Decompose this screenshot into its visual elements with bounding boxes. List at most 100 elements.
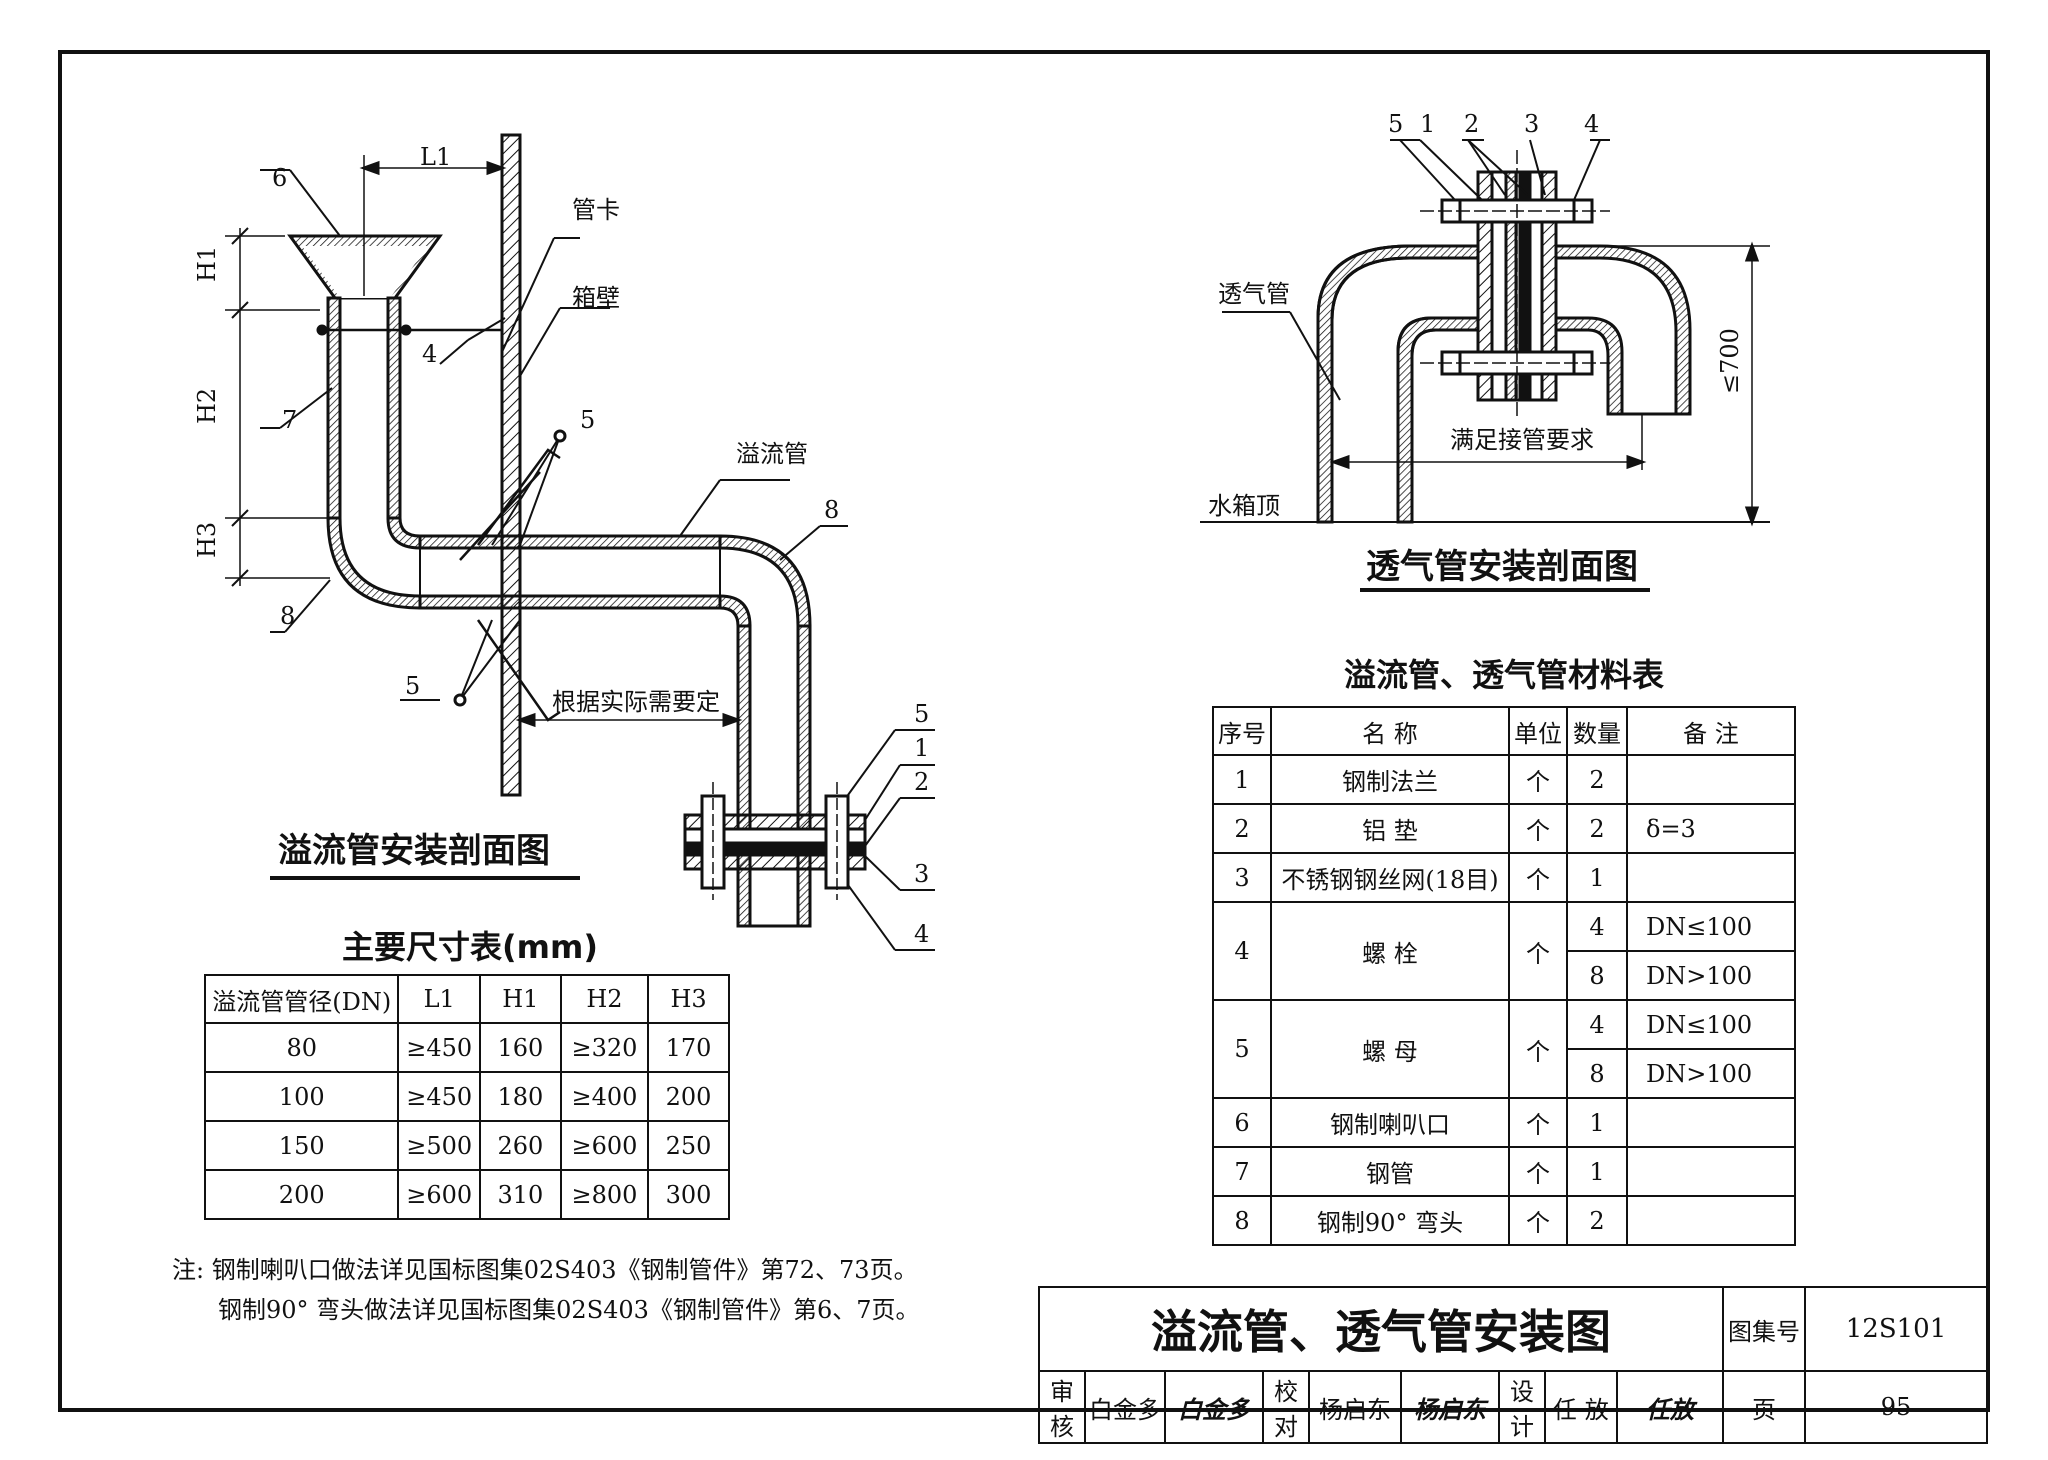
- table-cell: 200: [203, 1169, 400, 1220]
- table-cell: 3: [1212, 852, 1272, 903]
- table-cell: δ=3: [1626, 803, 1796, 854]
- table-cell: 2: [1566, 803, 1628, 854]
- checker-name: 杨启东: [1308, 1370, 1402, 1444]
- table-cell: 180: [478, 1071, 562, 1122]
- table-cell: ≥450: [397, 1022, 481, 1073]
- vent-callout-3: 3: [1524, 110, 1539, 138]
- designer-name: 任 放: [1544, 1370, 1618, 1444]
- reviewer-signature: 白金多: [1164, 1370, 1264, 1444]
- table-cell: DN≤100: [1626, 901, 1796, 952]
- table-row: 150 ≥500 260 ≥600 250: [203, 1120, 730, 1171]
- overflow-pipe-drawing: [225, 133, 935, 951]
- table-cell: 6: [1212, 1097, 1272, 1148]
- mat-header-name: 名 称: [1270, 706, 1510, 756]
- mat-header-note: 备 注: [1626, 706, 1796, 756]
- dim-table-title: 主要尺寸表(mm): [342, 928, 598, 966]
- table-row: 80 ≥450 160 ≥320 170: [203, 1022, 730, 1073]
- table-cell: 7: [1212, 1146, 1272, 1197]
- sheet-border: [58, 50, 1990, 1412]
- table-cell: 4: [1212, 901, 1272, 1001]
- table-cell: ≥500: [397, 1120, 481, 1171]
- table-cell: 2: [1566, 1195, 1628, 1246]
- table-cell: 8: [1212, 1195, 1272, 1246]
- label-le700: ≤700: [1716, 328, 1744, 394]
- table-cell: 160: [478, 1022, 562, 1073]
- table-cell: 150: [203, 1120, 400, 1171]
- callout-flange-3: 3: [914, 860, 929, 888]
- table-cell: ≥400: [559, 1071, 650, 1122]
- table-row: 6 钢制喇叭口 个 1: [1212, 1097, 1796, 1148]
- title-block: 溢流管、透气管安装图 图集号 12S101 审核 白金多 白金多 校对 杨启东 …: [1038, 1286, 1988, 1444]
- table-cell: 1: [1566, 852, 1628, 903]
- mat-header-qty: 数量: [1566, 706, 1628, 756]
- flange-bottom: [683, 853, 867, 871]
- table-row: 3 不锈钢钢丝网(18目) 个 1: [1212, 852, 1796, 903]
- table-row: 1 钢制法兰 个 2: [1212, 754, 1796, 805]
- table-cell: ≥600: [559, 1120, 650, 1171]
- table-cell: 2: [1212, 803, 1272, 854]
- label-by-need: 根据实际需要定: [552, 688, 720, 716]
- reviewer-name: 白金多: [1084, 1370, 1166, 1444]
- table-cell: 1: [1566, 1097, 1628, 1148]
- table-cell: [1626, 754, 1796, 805]
- vent-labels: 5 1 2 3 4 透气管 水箱顶 满足接管要求 ≤700 透气管安装剖面图: [1208, 110, 1744, 587]
- designer-signature: 任放: [1616, 1370, 1724, 1444]
- dim-header-dn: 溢流管管径(DN): [203, 974, 400, 1024]
- table-cell: [1626, 1195, 1796, 1246]
- table-cell: 个: [1508, 1097, 1568, 1148]
- table-row: 7 钢管 个 1: [1212, 1146, 1796, 1197]
- checker-signature: 杨启东: [1400, 1370, 1500, 1444]
- label-pipe-clamp: 管卡: [572, 196, 620, 224]
- dim-table-header: 溢流管管径(DN) L1 H1 H2 H3: [203, 974, 730, 1024]
- vent-flange-right: [1540, 170, 1558, 402]
- table-cell: 250: [647, 1120, 730, 1171]
- table-row: 2 铝 垫 个 2 δ=3: [1212, 803, 1796, 854]
- overflow-pipe-bottom-wall: [418, 594, 722, 610]
- table-cell: 个: [1508, 1146, 1568, 1197]
- table-cell: 个: [1508, 754, 1568, 805]
- vent-callout-5: 5: [1388, 110, 1403, 138]
- dim-header-h3: H3: [647, 974, 730, 1024]
- table-cell: 个: [1508, 803, 1568, 854]
- material-table-header: 序号 名 称 单位 数量 备 注: [1212, 706, 1796, 756]
- table-row: 5 螺 母 个 4 DN≤100: [1212, 999, 1796, 1099]
- label-h1: H1: [193, 246, 221, 282]
- tank-wall: [500, 133, 522, 797]
- table-cell: DN>100: [1626, 1048, 1796, 1099]
- label-meet-req: 满足接管要求: [1450, 426, 1594, 454]
- table-cell: 5: [1212, 999, 1272, 1099]
- table-cell: 个: [1508, 901, 1568, 1001]
- callout-7: 7: [282, 406, 297, 434]
- mat-header-unit: 单位: [1508, 706, 1568, 756]
- table-cell: ≥800: [559, 1169, 650, 1220]
- label-l1: L1: [420, 143, 451, 171]
- down-pipe-left: [736, 624, 752, 928]
- drawing-title: 溢流管、透气管安装图: [1038, 1286, 1724, 1372]
- label-tank-top: 水箱顶: [1208, 492, 1280, 520]
- overflow-section-title: 溢流管安装剖面图: [278, 831, 550, 871]
- table-cell: 4: [1566, 901, 1628, 952]
- design-label: 设计: [1498, 1370, 1546, 1444]
- table-cell: 100: [203, 1071, 400, 1122]
- callout-flange-2: 2: [914, 768, 929, 796]
- table-row: 8 钢制90° 弯头 个 2: [1212, 1195, 1796, 1246]
- table-cell: ≥450: [397, 1071, 481, 1122]
- table-cell: [1626, 852, 1796, 903]
- table-cell: 钢制90° 弯头: [1270, 1195, 1510, 1246]
- table-row: 100 ≥450 180 ≥400 200: [203, 1071, 730, 1122]
- mat-header-no: 序号: [1212, 706, 1272, 756]
- material-table: 序号 名 称 单位 数量 备 注 1 钢制法兰 个 2 2 铝 垫 个 2 δ=…: [1212, 706, 1796, 1246]
- table-cell: DN>100: [1626, 950, 1796, 1001]
- label-vent-pipe: 透气管: [1218, 280, 1290, 308]
- table-cell: 80: [203, 1022, 400, 1073]
- table-cell: 铝 垫: [1270, 803, 1510, 854]
- callout-6: 6: [272, 164, 287, 192]
- table-cell: 钢制喇叭口: [1270, 1097, 1510, 1148]
- vent-flange-left: [1476, 170, 1494, 402]
- label-overflow-pipe: 溢流管: [736, 440, 808, 468]
- overflow-pipe-top-wall: [418, 534, 722, 550]
- label-tank-wall: 箱壁: [572, 284, 620, 312]
- table-cell: 钢管: [1270, 1146, 1510, 1197]
